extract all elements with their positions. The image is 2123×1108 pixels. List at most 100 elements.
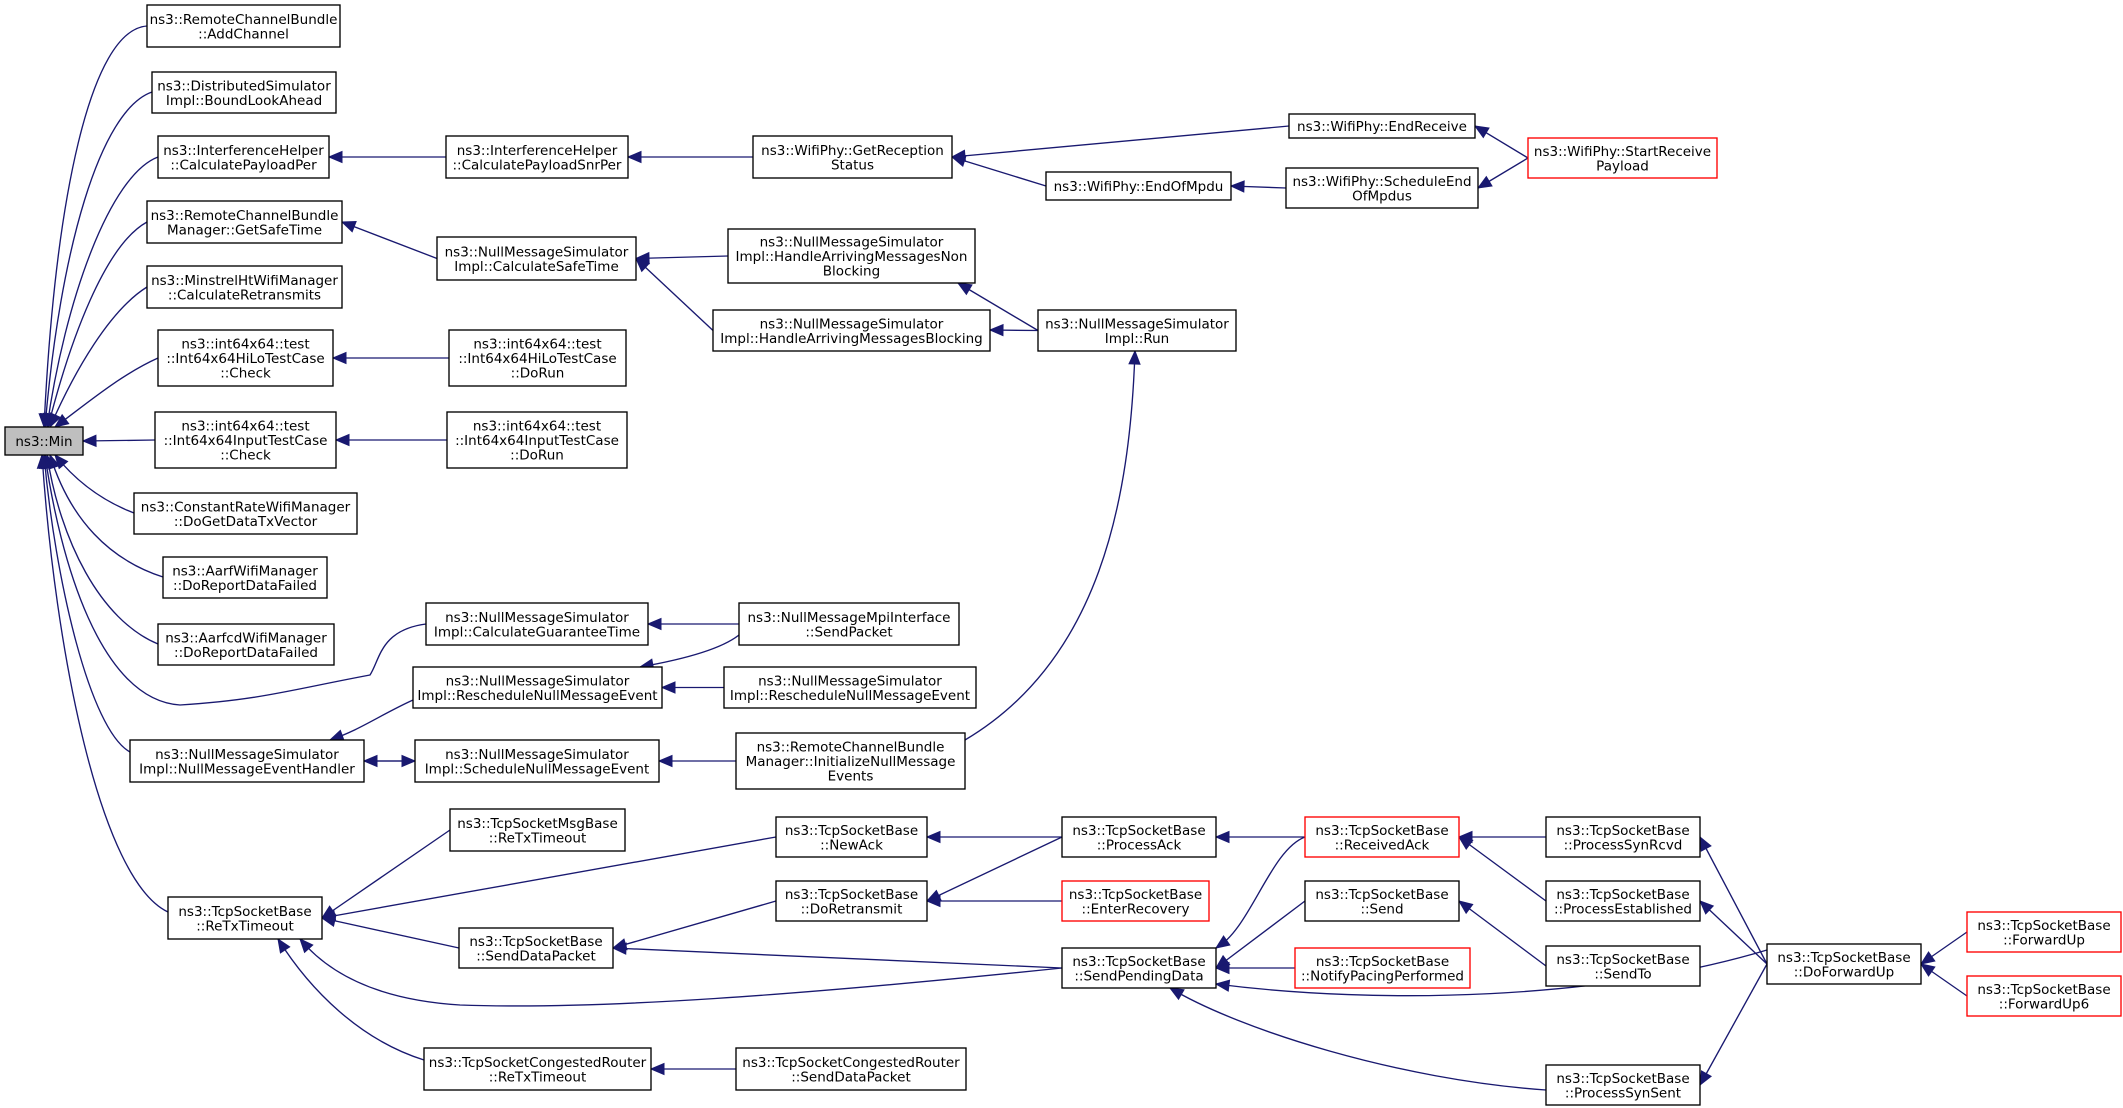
- node-notifypacing-box[interactable]: [1294, 947, 1471, 989]
- node-congretx[interactable]: ns3::TcpSocketCongestedRouter::ReTxTimeo…: [423, 1047, 652, 1091]
- node-calcguarantee-box[interactable]: [425, 602, 649, 646]
- node-established-box[interactable]: [1545, 880, 1701, 922]
- node-aarf[interactable]: ns3::AarfWifiManager::DoReportDataFailed: [162, 556, 328, 599]
- node-hamnb[interactable]: ns3::NullMessageSimulatorImpl::HandleArr…: [727, 228, 976, 284]
- node-congsend-box[interactable]: [735, 1047, 967, 1091]
- node-retx-box[interactable]: [167, 896, 323, 940]
- node-senddatapacket[interactable]: ns3::TcpSocketBase::SendDataPacket: [458, 927, 614, 969]
- node-endreceive[interactable]: ns3::WifiPhy::EndReceive: [1288, 113, 1476, 139]
- node-congsend[interactable]: ns3::TcpSocketCongestedRouter::SendDataP…: [735, 1047, 967, 1091]
- node-hamb-box[interactable]: [712, 309, 991, 352]
- node-forwardup[interactable]: ns3::TcpSocketBase::ForwardUp: [1966, 911, 2122, 953]
- node-enterrecovery[interactable]: ns3::TcpSocketBase::EnterRecovery: [1061, 880, 1210, 922]
- node-inputdorun[interactable]: ns3::int64x64::test::Int64x64InputTestCa…: [446, 411, 628, 469]
- node-constrate-box[interactable]: [133, 492, 358, 535]
- node-schednme-box[interactable]: [414, 739, 660, 783]
- node-getreception-box[interactable]: [752, 135, 953, 179]
- node-forwardup6[interactable]: ns3::TcpSocketBase::ForwardUp6: [1966, 975, 2122, 1017]
- node-endofmpdu[interactable]: ns3::WifiPhy::EndOfMpdu: [1045, 171, 1232, 201]
- node-receivedack[interactable]: ns3::TcpSocketBase::ReceivedAck: [1304, 816, 1460, 858]
- node-addchannel-box[interactable]: [146, 4, 341, 48]
- node-calcpayloadper[interactable]: ns3::InterferenceHelper::CalculatePayloa…: [157, 135, 330, 179]
- node-synrcvd[interactable]: ns3::TcpSocketBase::ProcessSynRcvd: [1545, 816, 1701, 858]
- node-run-box[interactable]: [1037, 309, 1237, 352]
- node-inputcheck[interactable]: ns3::int64x64::test::Int64x64InputTestCa…: [154, 411, 337, 469]
- node-doretransmit-box[interactable]: [775, 880, 928, 922]
- node-doforwardup[interactable]: ns3::TcpSocketBase::DoForwardUp: [1766, 943, 1922, 985]
- node-doretransmit[interactable]: ns3::TcpSocketBase::DoRetransmit: [775, 880, 928, 922]
- node-send-box[interactable]: [1304, 880, 1460, 922]
- node-calcpayloadsnr[interactable]: ns3::InterferenceHelper::CalculatePayloa…: [445, 135, 629, 179]
- node-min-box[interactable]: [4, 426, 84, 456]
- node-sendpending[interactable]: ns3::TcpSocketBase::SendPendingData: [1061, 947, 1217, 989]
- node-addchannel[interactable]: ns3::RemoteChannelBundle::AddChannel: [146, 4, 341, 48]
- node-scheduleend-box[interactable]: [1285, 167, 1479, 209]
- node-resched2-box[interactable]: [723, 666, 977, 709]
- node-resched1-box[interactable]: [412, 666, 663, 709]
- node-msgretx-box[interactable]: [449, 808, 626, 852]
- node-sendto-box[interactable]: [1545, 945, 1701, 987]
- node-forwardup-box[interactable]: [1966, 911, 2122, 953]
- node-synsent[interactable]: ns3::TcpSocketBase::ProcessSynSent: [1545, 1064, 1701, 1106]
- node-getsafetime[interactable]: ns3::RemoteChannelBundleManager::GetSafe…: [146, 200, 343, 244]
- node-calcpayloadper-box[interactable]: [157, 135, 330, 179]
- node-hilocheck-box[interactable]: [157, 329, 334, 387]
- node-resched2[interactable]: ns3::NullMessageSimulatorImpl::Reschedul…: [723, 666, 977, 709]
- node-newack-box[interactable]: [775, 816, 928, 858]
- node-mpisend-box[interactable]: [738, 602, 960, 646]
- node-minstrel[interactable]: ns3::MinstrelHtWifiManager::CalculateRet…: [146, 265, 343, 309]
- node-initnull[interactable]: ns3::RemoteChannelBundleManager::Initial…: [735, 732, 966, 790]
- node-startreceive-box[interactable]: [1527, 137, 1718, 179]
- node-getsafetime-box[interactable]: [146, 200, 343, 244]
- node-notifypacing[interactable]: ns3::TcpSocketBase::NotifyPacingPerforme…: [1294, 947, 1471, 989]
- node-hamnb-box[interactable]: [727, 228, 976, 284]
- node-receivedack-box[interactable]: [1304, 816, 1460, 858]
- node-send[interactable]: ns3::TcpSocketBase::Send: [1304, 880, 1460, 922]
- node-synsent-box[interactable]: [1545, 1064, 1701, 1106]
- node-doforwardup-box[interactable]: [1766, 943, 1922, 985]
- node-congretx-box[interactable]: [423, 1047, 652, 1091]
- node-aarfcd-box[interactable]: [157, 623, 335, 666]
- node-resched1[interactable]: ns3::NullMessageSimulatorImpl::Reschedul…: [412, 666, 663, 709]
- node-calcsafetime-box[interactable]: [436, 236, 637, 281]
- node-hilodorun[interactable]: ns3::int64x64::test::Int64x64HiLoTestCas…: [448, 329, 627, 387]
- node-mpisend[interactable]: ns3::NullMessageMpiInterface::SendPacket: [738, 602, 960, 646]
- node-nmeh-box[interactable]: [129, 739, 365, 783]
- node-hilocheck[interactable]: ns3::int64x64::test::Int64x64HiLoTestCas…: [157, 329, 334, 387]
- node-boundlook[interactable]: ns3::DistributedSimulatorImpl::BoundLook…: [151, 71, 337, 114]
- node-retx[interactable]: ns3::TcpSocketBase::ReTxTimeout: [167, 896, 323, 940]
- node-calcpayloadsnr-box[interactable]: [445, 135, 629, 179]
- node-boundlook-box[interactable]: [151, 71, 337, 114]
- node-inputcheck-box[interactable]: [154, 411, 337, 469]
- node-msgretx[interactable]: ns3::TcpSocketMsgBase::ReTxTimeout: [449, 808, 626, 852]
- node-minstrel-box[interactable]: [146, 265, 343, 309]
- node-enterrecovery-box[interactable]: [1061, 880, 1210, 922]
- node-hamb[interactable]: ns3::NullMessageSimulatorImpl::HandleArr…: [712, 309, 991, 352]
- node-constrate[interactable]: ns3::ConstantRateWifiManager::DoGetDataT…: [133, 492, 358, 535]
- node-hilodorun-box[interactable]: [448, 329, 627, 387]
- node-calcguarantee[interactable]: ns3::NullMessageSimulatorImpl::Calculate…: [425, 602, 649, 646]
- node-min[interactable]: ns3::Min: [4, 426, 84, 456]
- node-calcsafetime[interactable]: ns3::NullMessageSimulatorImpl::Calculate…: [436, 236, 637, 281]
- node-endofmpdu-box[interactable]: [1045, 171, 1232, 201]
- node-established[interactable]: ns3::TcpSocketBase::ProcessEstablished: [1545, 880, 1701, 922]
- node-endreceive-box[interactable]: [1288, 113, 1476, 139]
- node-aarf-box[interactable]: [162, 556, 328, 599]
- node-synrcvd-box[interactable]: [1545, 816, 1701, 858]
- node-senddatapacket-box[interactable]: [458, 927, 614, 969]
- node-sendto[interactable]: ns3::TcpSocketBase::SendTo: [1545, 945, 1701, 987]
- node-inputdorun-box[interactable]: [446, 411, 628, 469]
- node-aarfcd[interactable]: ns3::AarfcdWifiManager::DoReportDataFail…: [157, 623, 335, 666]
- node-newack[interactable]: ns3::TcpSocketBase::NewAck: [775, 816, 928, 858]
- node-processack[interactable]: ns3::TcpSocketBase::ProcessAck: [1061, 816, 1217, 858]
- node-initnull-box[interactable]: [735, 732, 966, 790]
- node-nmeh[interactable]: ns3::NullMessageSimulatorImpl::NullMessa…: [129, 739, 365, 783]
- node-forwardup6-box[interactable]: [1966, 975, 2122, 1017]
- node-sendpending-box[interactable]: [1061, 947, 1217, 989]
- node-schednme[interactable]: ns3::NullMessageSimulatorImpl::ScheduleN…: [414, 739, 660, 783]
- node-processack-box[interactable]: [1061, 816, 1217, 858]
